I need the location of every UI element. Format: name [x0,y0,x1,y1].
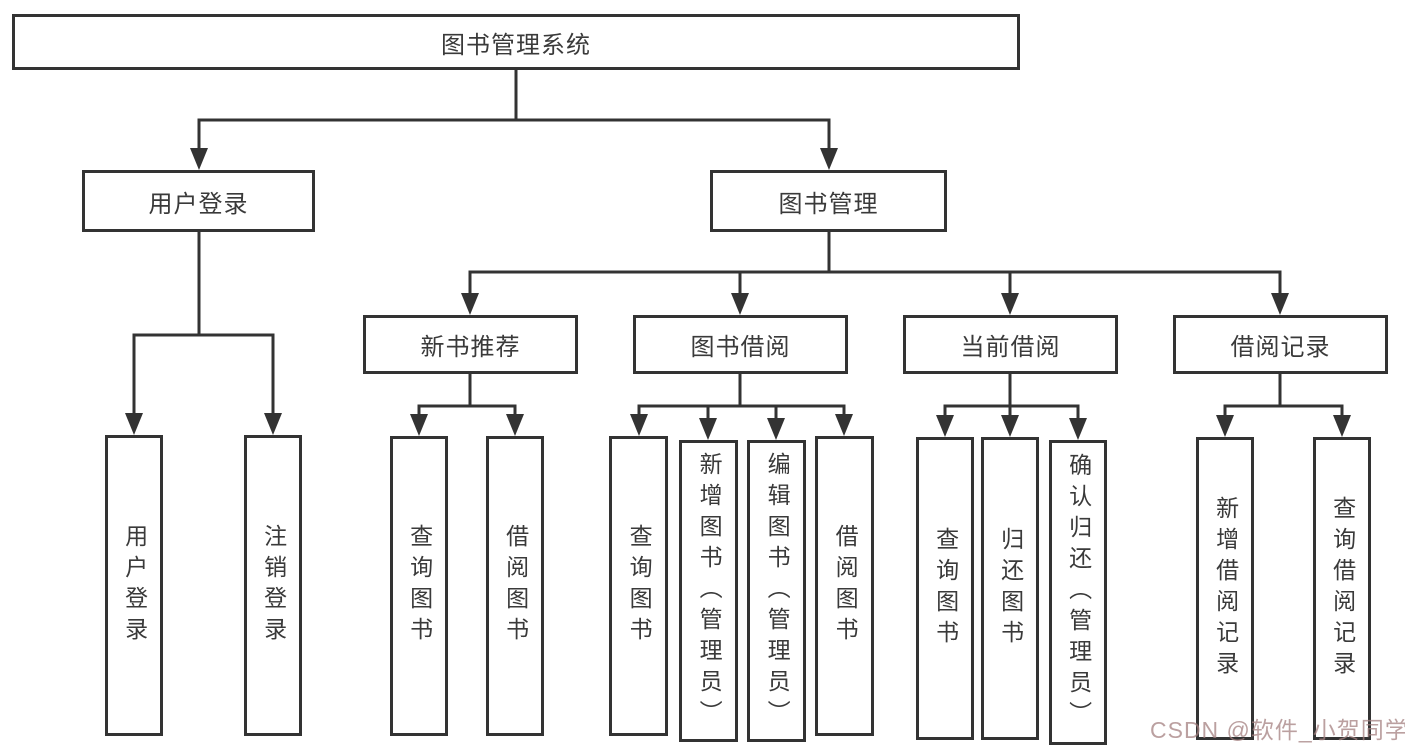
connector-current-borrow [943,374,1080,420]
leaf-logout: 注销登录 [244,435,302,736]
node-root-label: 图书管理系统 [441,31,591,59]
node-borrow-record-label: 借阅记录 [1230,334,1331,361]
connector-book-management [468,232,1282,295]
leaf-query-borrow-record-label: 查询借阅记录 [1329,495,1356,682]
leaf-confirm-return-admin: 确认归还（管理员） [1049,440,1107,745]
leaf-borrow-books: 借阅图书 [815,436,874,736]
leaf-add-books-admin-label: 新增图书（管理员） [696,451,723,731]
leaf-return-books-label: 归还图书 [997,526,1024,651]
leaf-add-books-admin: 新增图书（管理员） [679,440,738,742]
node-book-management-label: 图书管理 [778,190,879,218]
leaf-query-borrow-record: 查询借阅记录 [1313,437,1371,740]
node-book-borrow: 图书借阅 [633,315,848,374]
leaf-borrow-books-recommend-label: 借阅图书 [502,524,529,648]
leaf-user-login-label: 用户登录 [121,523,148,648]
leaf-edit-books-admin-label: 编辑图书（管理员） [764,451,791,731]
arrowheads-borrow-record [1216,415,1351,437]
leaf-add-borrow-record: 新增借阅记录 [1196,437,1254,740]
connector-root [197,70,831,150]
connector-book-borrow [637,374,846,420]
connector-borrow-record [1223,374,1344,417]
node-user-login: 用户登录 [82,170,315,232]
connector-user-login [132,232,275,415]
leaf-query-books-recommend-label: 查询图书 [406,524,433,648]
node-user-login-label: 用户登录 [148,190,249,218]
node-book-management: 图书管理 [710,170,947,232]
leaf-borrow-books-recommend: 借阅图书 [486,436,544,736]
node-new-book-recommend: 新书推荐 [363,315,578,374]
csdn-watermark: CSDN @软件_小贺同学 [1150,717,1405,743]
leaf-query-books-recommend: 查询图书 [390,436,448,736]
arrowheads-root [190,148,838,170]
node-current-borrow-label: 当前借阅 [960,334,1061,361]
node-new-book-recommend-label: 新书推荐 [420,334,521,361]
leaf-query-books-borrow: 查询图书 [609,436,668,736]
node-borrow-record: 借阅记录 [1173,315,1388,374]
leaf-confirm-return-admin-label: 确认归还（管理员） [1065,453,1092,732]
leaf-return-books: 归还图书 [981,437,1039,740]
leaf-edit-books-admin: 编辑图书（管理员） [747,440,806,742]
leaf-borrow-books-label: 借阅图书 [832,524,859,648]
node-root-library-system: 图书管理系统 [12,14,1020,70]
leaf-query-books-borrow-label: 查询图书 [626,524,653,648]
leaf-logout-label: 注销登录 [260,523,287,648]
node-book-borrow-label: 图书借阅 [690,334,791,361]
leaf-add-borrow-record-label: 新增借阅记录 [1212,495,1239,682]
arrowheads-new-book-recommend [410,414,524,436]
arrowheads-user-login [125,413,282,435]
arrowheads-book-management [461,293,1289,315]
leaf-query-books-current-label: 查询图书 [932,526,959,651]
node-current-borrow: 当前借阅 [903,315,1118,374]
leaf-query-books-current: 查询图书 [916,437,974,740]
connector-new-book-recommend [417,374,517,416]
leaf-user-login: 用户登录 [105,435,163,736]
